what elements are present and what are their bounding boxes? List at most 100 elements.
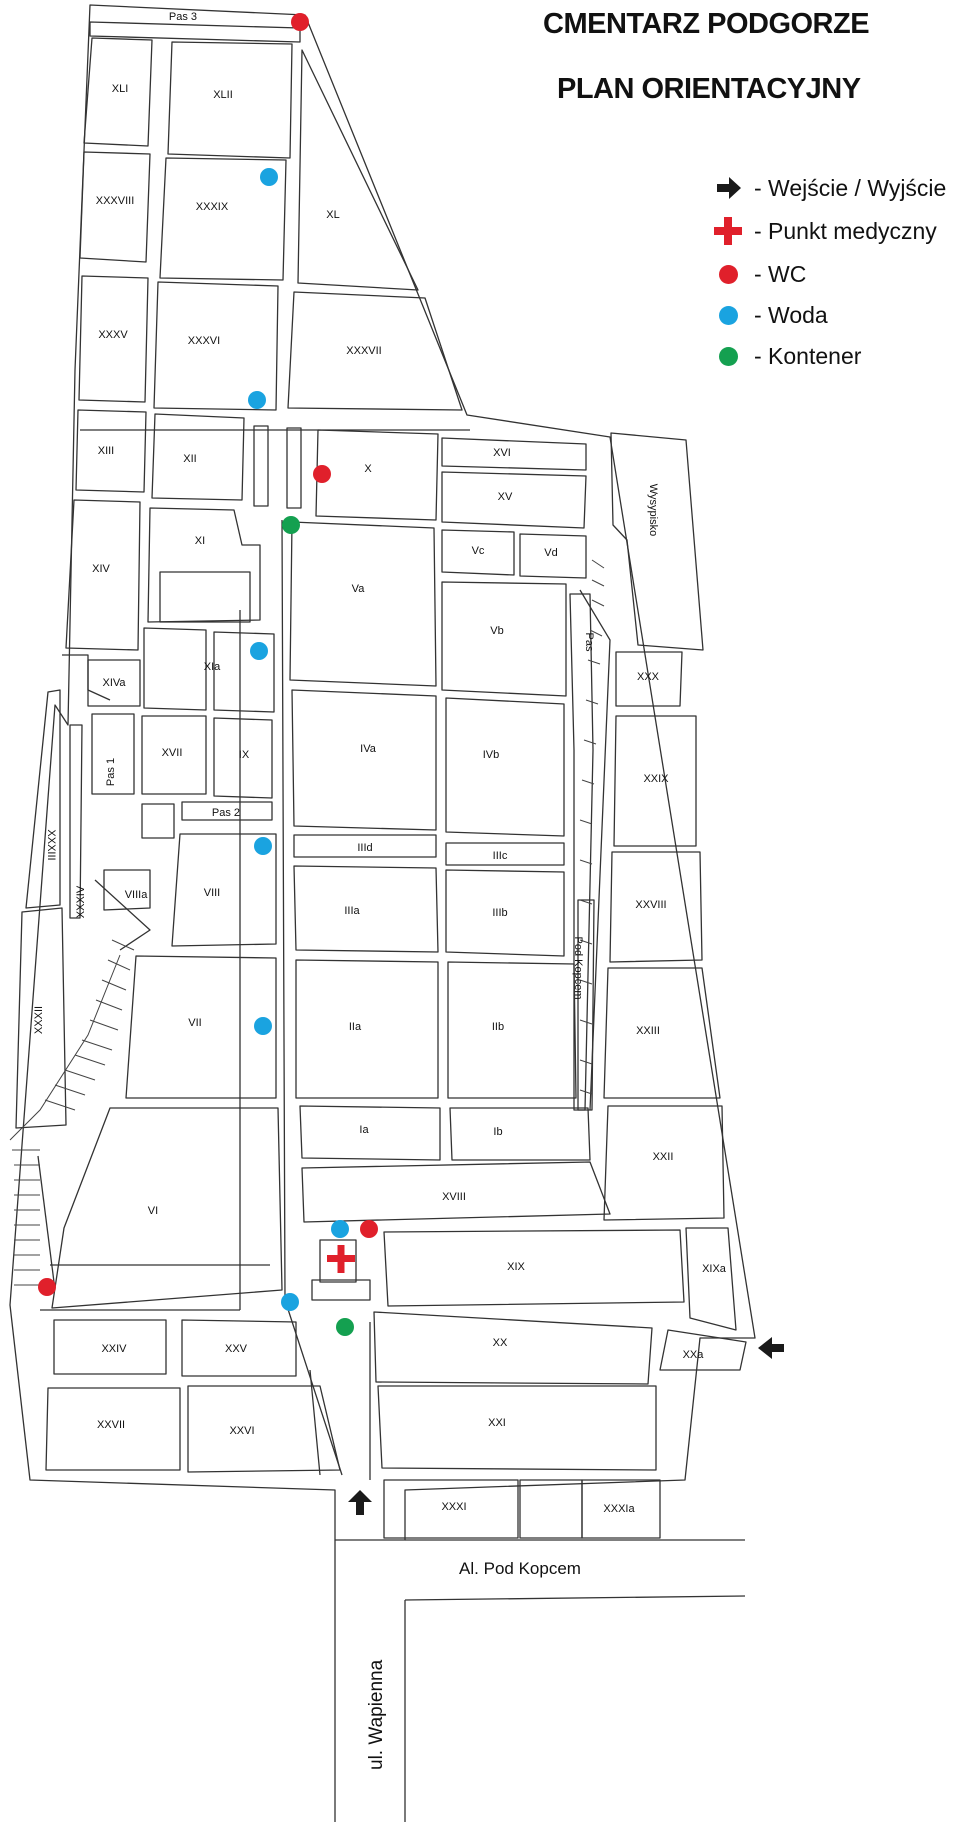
plot-IVb [445,697,565,837]
plot-XL [297,49,419,291]
label-XXXV: XXXV [98,329,128,341]
label-XXXVI: XXXVI [188,335,220,347]
legend-item-wc: - WC [710,257,806,291]
label-XXXVII: XXXVII [346,345,381,357]
plot-XLII [167,41,293,159]
plot-XXII [603,1105,725,1221]
plot-XVIII [301,1161,611,1223]
label-XLII: XLII [213,89,233,101]
cross-icon [710,216,746,246]
medical-point[interactable] [327,1245,355,1273]
label-XXXIII: XXXIII [45,829,57,860]
plot-XIa-left [143,627,207,711]
water-marker[interactable] [254,837,272,855]
wc-marker[interactable] [38,1278,56,1296]
green-dot-icon [710,341,746,371]
plot-XIXa [685,1227,737,1331]
plot-medical [319,1239,357,1283]
plot-XXIII [603,967,721,1099]
container-marker[interactable] [282,516,300,534]
water-marker[interactable] [254,1017,272,1035]
legend-label: - Wejście / Wyjście [754,174,947,201]
label-XX: XX [493,1337,508,1349]
label-X: X [364,463,372,475]
plot-small [141,803,175,839]
water-markers [248,168,349,1311]
wc-marker[interactable] [313,465,331,483]
street-ul-wapienna: ul. Wapienna [366,1659,387,1770]
label-XXVIII: XXVIII [635,899,666,911]
water-marker[interactable] [248,391,266,409]
entrance-arrow-icon[interactable] [758,1337,784,1359]
label-IIa: IIa [349,1021,362,1033]
label-XXVII: XXVII [97,1419,125,1431]
plot-XXVI [187,1385,341,1473]
label-XXXII: XXXII [33,1006,45,1034]
label-XLI: XLI [112,83,129,95]
wc-marker[interactable] [360,1220,378,1238]
plot-XXIX [613,715,697,847]
label-XIXa: XIXa [702,1263,727,1275]
plot-Pod-Kopcem [577,899,595,1111]
label-XXVI: XXVI [229,1425,254,1437]
plot-Ia [299,1105,441,1161]
plot-XXIV [53,1319,167,1375]
water-marker[interactable] [250,642,268,660]
plot-XXXIV [69,724,83,919]
plot-VIIIa [103,869,151,911]
plot-XIa [213,631,275,713]
plot-XLI [83,37,153,147]
plot-XVII [141,715,207,795]
label-XXX: XXX [637,671,660,683]
legend-label: - WC [754,260,807,287]
label-VIII: VIII [204,887,221,899]
strip-1 [253,425,269,507]
plot-IIId [293,834,437,858]
label-XIVa: XIVa [102,677,126,689]
plot-Wysypisko [610,432,704,651]
label-XXXI: XXXI [441,1501,466,1513]
plot-XVI [441,437,587,471]
label-Pod-Kopcem: Pod Kopcem [572,937,584,1000]
wc-marker[interactable] [291,13,309,31]
water-marker[interactable] [331,1220,349,1238]
label-Ia: Ia [359,1124,369,1136]
plot-IX [213,717,273,799]
plot-XXXI-mid [519,1479,583,1539]
arrow-icon [710,173,746,203]
plot-Pas-1 [91,713,135,795]
strip-2 [286,427,302,509]
plot-VI [51,1107,283,1309]
plot-XXXI [383,1479,519,1539]
legend-item-water: - Woda [710,298,828,332]
plot-XXXVII [287,291,463,411]
plot-Va [289,521,437,687]
label-Pas: Pas [583,633,595,652]
plot-XXVIII [609,851,703,963]
map-outlines [9,4,756,1541]
plot-XXXIa [581,1479,661,1539]
plot-Vd [519,533,587,579]
label-IX: IX [239,749,250,761]
label-XXXIV: XXXIV [75,885,87,918]
plot-Ib [449,1107,591,1161]
water-marker[interactable] [281,1293,299,1311]
label-IIId: IIId [357,842,372,854]
plot-XIX [383,1229,685,1307]
label-Vb: Vb [490,625,503,637]
legend-item-entrance: - Wejście / Wyjście [710,171,946,205]
label-XXV: XXV [225,1343,248,1355]
page-subtitle: PLAN ORIENTACYJNY [557,73,861,105]
plot-Vb [441,581,567,697]
container-marker[interactable] [336,1318,354,1336]
water-marker[interactable] [260,168,278,186]
label-XXIX: XXIX [643,773,669,785]
label-XIX: XIX [507,1261,525,1273]
plot-Pas-2 [181,801,273,821]
entrance-arrow-icon[interactable] [348,1490,372,1515]
legend-label: - Woda [754,301,828,328]
label-XVIII: XVIII [442,1191,466,1203]
streets [334,1539,746,1822]
label-XII: XII [183,453,196,465]
